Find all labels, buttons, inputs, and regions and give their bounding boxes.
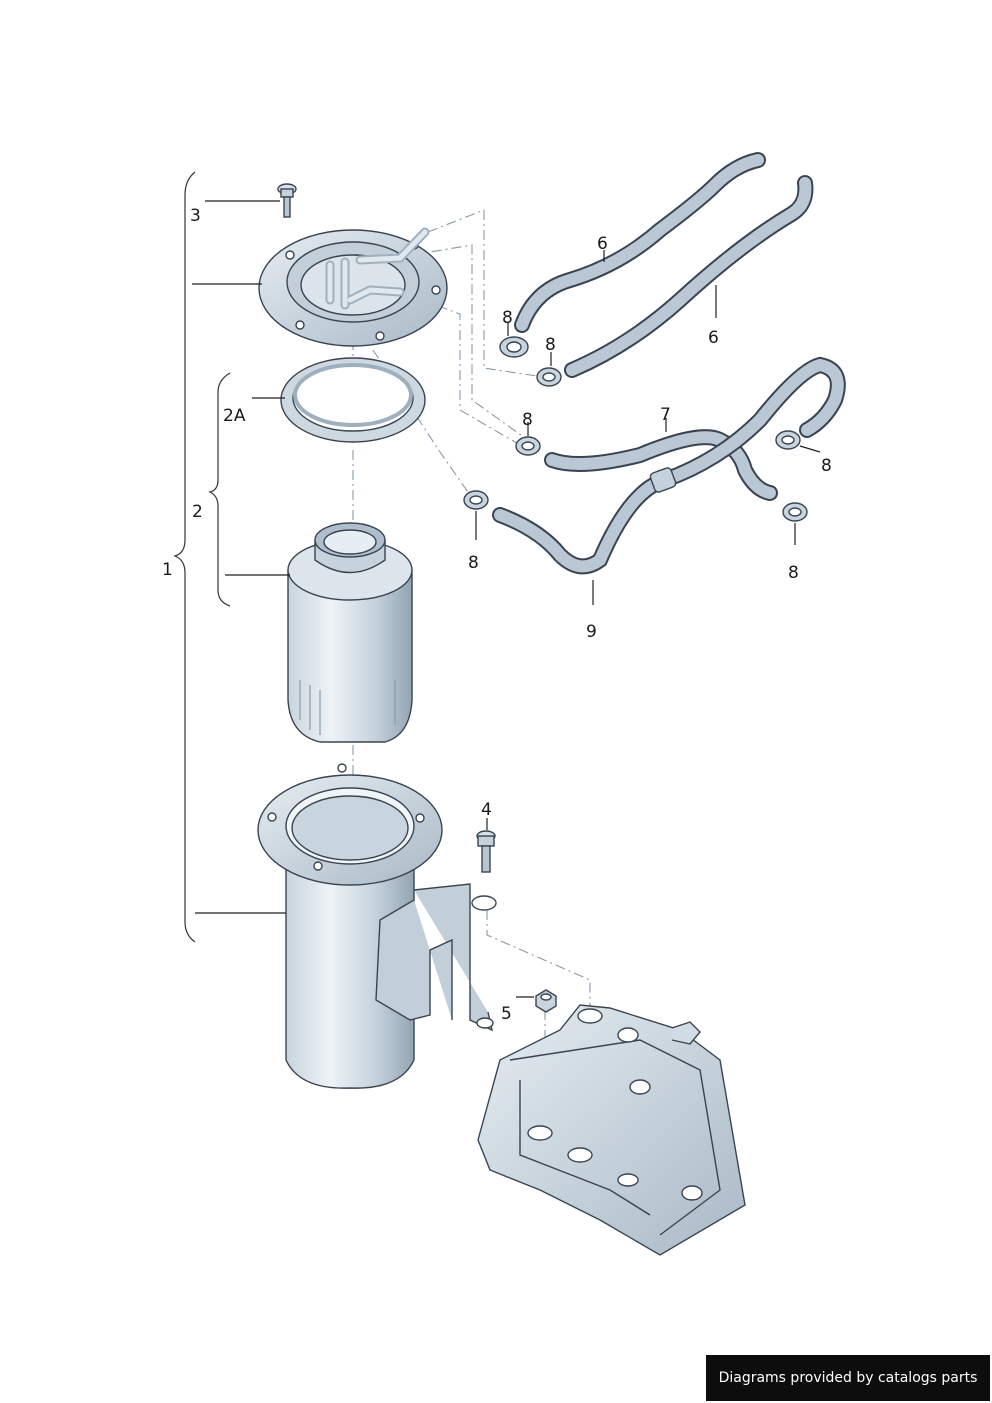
mounting-bracket [477,1004,746,1256]
clamp-6 [782,502,808,522]
filter-housing [257,763,497,1089]
callout-8a: 8 [502,308,513,328]
clamp-4 [463,490,489,510]
callout-labels: 1 2 2A 3 4 5 6 6 7 8 8 8 8 8 8 9 [162,206,832,1024]
clamp-5 [775,430,801,450]
clamp-2 [536,367,562,387]
clamp-1 [499,336,529,358]
seal-ring-part-2a [280,357,426,443]
hose-clamps-part-8 [463,336,808,522]
callout-1: 1 [162,560,173,580]
clamp-3 [515,436,541,456]
callout-6a: 6 [597,234,608,254]
callout-2: 2 [192,502,203,522]
callout-8b: 8 [545,335,556,355]
hoses [492,152,846,575]
leader-lines [192,200,821,998]
callout-8e: 8 [821,456,832,476]
credit-banner: Diagrams provided by catalogs parts [706,1355,990,1401]
callout-4: 4 [481,800,492,820]
nut-part-5 [535,989,557,1013]
callout-8d: 8 [468,553,479,573]
filter-cartridge-part-2 [287,522,413,743]
callout-5: 5 [501,1004,512,1024]
fuel-pump-flange [258,227,448,347]
callout-2a: 2A [223,406,246,426]
callout-9: 9 [586,622,597,642]
screw-part-3 [277,183,297,218]
bolt-part-4 [476,830,496,873]
callout-6b: 6 [708,328,719,348]
callout-3: 3 [190,206,201,226]
callout-8f: 8 [788,563,799,583]
callout-7: 7 [660,405,671,425]
callout-8c: 8 [522,410,533,430]
grouping-braces [173,171,231,943]
